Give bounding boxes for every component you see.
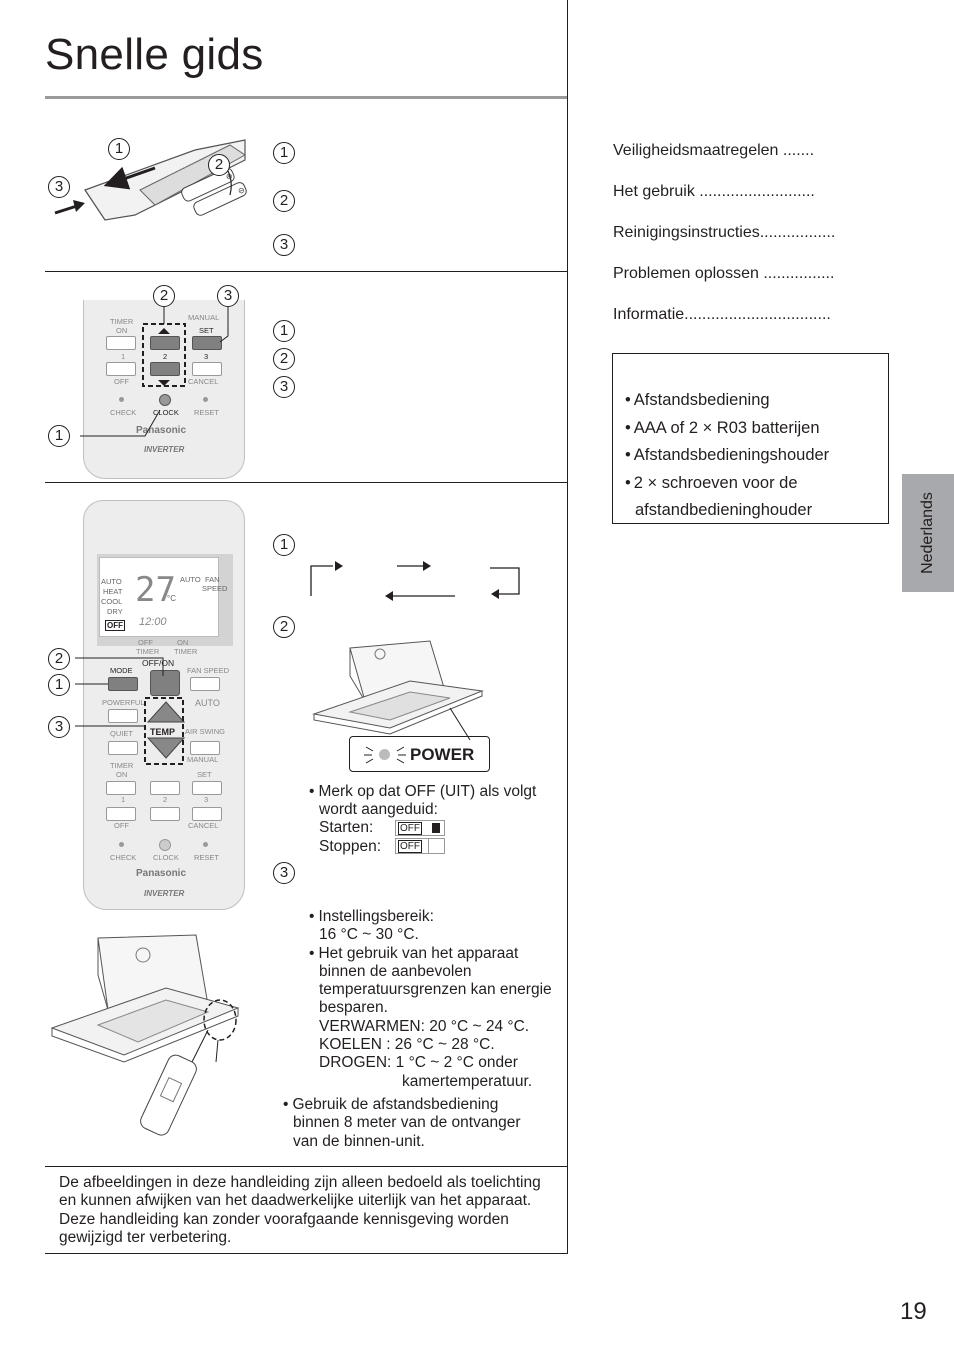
cancel-button[interactable] — [192, 362, 222, 376]
language-tab: Nederlands — [902, 474, 954, 592]
powerful-button[interactable] — [108, 709, 138, 723]
marker-2: 2 — [208, 154, 230, 176]
disclaimer: De afbeeldingen in deze handleiding zijn… — [59, 1174, 541, 1247]
set-button[interactable] — [192, 336, 222, 350]
lcd-panel: AUTO HEAT COOL DRY OFF 27 °C AUTO FAN SP… — [97, 554, 233, 646]
marker-1: 1 — [108, 138, 130, 160]
brand-logo: Panasonic — [136, 425, 187, 436]
temperature-notes: Instellingsbereik: 16 °C ~ 30 °C. Het ge… — [309, 908, 554, 1091]
brand-logo: Panasonic — [136, 868, 187, 879]
footer-top-rule — [45, 1166, 567, 1167]
section-divider — [45, 482, 567, 483]
quiet-button[interactable] — [108, 741, 138, 755]
mode-cycle-arrows — [310, 561, 520, 601]
power-label: POWER — [410, 745, 475, 764]
title-rule — [45, 96, 567, 99]
distance-note: Gebruik de afstandsbediening binnen 8 me… — [283, 1096, 548, 1151]
list-item: Afstandsbediening — [625, 387, 888, 415]
led-glow-icon — [364, 746, 406, 764]
svg-text:⊖: ⊖ — [236, 185, 246, 196]
step-marker-2: 2 — [273, 616, 295, 638]
clock-up-button[interactable] — [150, 781, 180, 795]
unit-with-remote-illustration — [50, 934, 240, 1136]
list-item: AAA of 2 × R03 batterijen — [625, 415, 888, 443]
blink-icon — [432, 823, 440, 833]
section3-callouts — [75, 657, 184, 765]
off-on-button[interactable] — [150, 670, 180, 696]
clock-down-button[interactable] — [150, 362, 180, 376]
marker-1: 1 — [48, 674, 70, 696]
power-led-icon — [379, 749, 390, 760]
marker-2: 2 — [153, 285, 175, 307]
timer-off-button[interactable] — [106, 362, 136, 376]
step-marker-1: 1 — [273, 534, 295, 556]
off-note: Merk op dat OFF (UIT) als volgt wordt aa… — [309, 783, 549, 820]
lcd-temp: 27 — [135, 570, 176, 610]
toc-item-troubleshooting[interactable]: Problemen oplossen ................ — [613, 265, 835, 282]
check-button[interactable] — [119, 397, 124, 402]
page-number: 19 — [900, 1298, 927, 1325]
temp-buttons[interactable] — [144, 698, 188, 762]
column-divider — [567, 0, 568, 1254]
step-marker-2: 2 — [273, 190, 295, 212]
step-marker-3: 3 — [273, 234, 295, 256]
set-button[interactable] — [192, 781, 222, 795]
check-button[interactable] — [119, 842, 124, 847]
air-swing-button[interactable] — [190, 741, 220, 755]
marker-3: 3 — [48, 716, 70, 738]
temp-label: TEMP — [150, 727, 176, 737]
toc-item-safety[interactable]: Veiligheidsmaatregelen ....... — [613, 142, 815, 159]
list-item: Afstandsbedieningshouder — [625, 442, 888, 470]
clock-button[interactable] — [159, 839, 171, 851]
fan-speed-button[interactable] — [190, 677, 220, 691]
timer-on-button[interactable] — [106, 336, 136, 350]
marker-1: 1 — [48, 425, 70, 447]
timer-on-button[interactable] — [106, 781, 136, 795]
marker-2: 2 — [48, 648, 70, 670]
page-title: Snelle gids — [45, 30, 264, 79]
toc-item-usage[interactable]: Het gebruik .......................... — [613, 183, 815, 200]
step-marker-3: 3 — [273, 862, 295, 884]
accessories-box: Afstandsbediening AAA of 2 × R03 batteri… — [612, 353, 889, 524]
inverter-logo: INVERTER — [144, 445, 185, 454]
off-start: Starten: — [319, 819, 374, 836]
off-stop: Stoppen: — [319, 838, 382, 855]
step-marker-1: 1 — [273, 320, 295, 342]
timer-off-button[interactable] — [106, 807, 136, 821]
mode-button[interactable] — [108, 677, 138, 691]
marker-3: 3 — [48, 176, 70, 198]
toc-item-cleaning[interactable]: Reinigingsinstructies................. — [613, 224, 836, 241]
battery-illustration: ⊕ ⊖ — [45, 120, 275, 260]
step-marker-3: 3 — [273, 376, 295, 398]
off-start-display: OFF — [395, 820, 445, 836]
marker-3: 3 — [217, 285, 239, 307]
inverter-logo: INVERTER — [144, 889, 185, 898]
reset-button[interactable] — [203, 842, 208, 847]
svg-text:⊕: ⊕ — [224, 171, 234, 182]
toc-item-information[interactable]: Informatie..............................… — [613, 306, 831, 323]
list-item: 2 × schroeven voor de afstandbedieningho… — [625, 470, 888, 525]
lcd-clock: 12:00 — [139, 616, 167, 628]
footer-bottom-rule — [45, 1253, 567, 1254]
section2-callouts — [80, 307, 229, 437]
power-indicator-box: POWER — [349, 736, 490, 772]
remote-control-full: AUTO HEAT COOL DRY OFF 27 °C AUTO FAN SP… — [83, 500, 245, 910]
cancel-button[interactable] — [192, 807, 222, 821]
lcd-off: OFF — [105, 620, 125, 631]
step-marker-1: 1 — [273, 142, 295, 164]
off-stop-display: OFF — [395, 838, 445, 854]
section-divider — [45, 271, 567, 272]
clock-down-button[interactable] — [150, 807, 180, 821]
clock-up-button[interactable] — [150, 336, 180, 350]
step-marker-2: 2 — [273, 348, 295, 370]
reset-button[interactable] — [203, 397, 208, 402]
accessories-list: Afstandsbediening AAA of 2 × R03 batteri… — [625, 387, 888, 525]
indoor-unit-illustration — [312, 640, 484, 740]
clock-button[interactable] — [159, 394, 171, 406]
